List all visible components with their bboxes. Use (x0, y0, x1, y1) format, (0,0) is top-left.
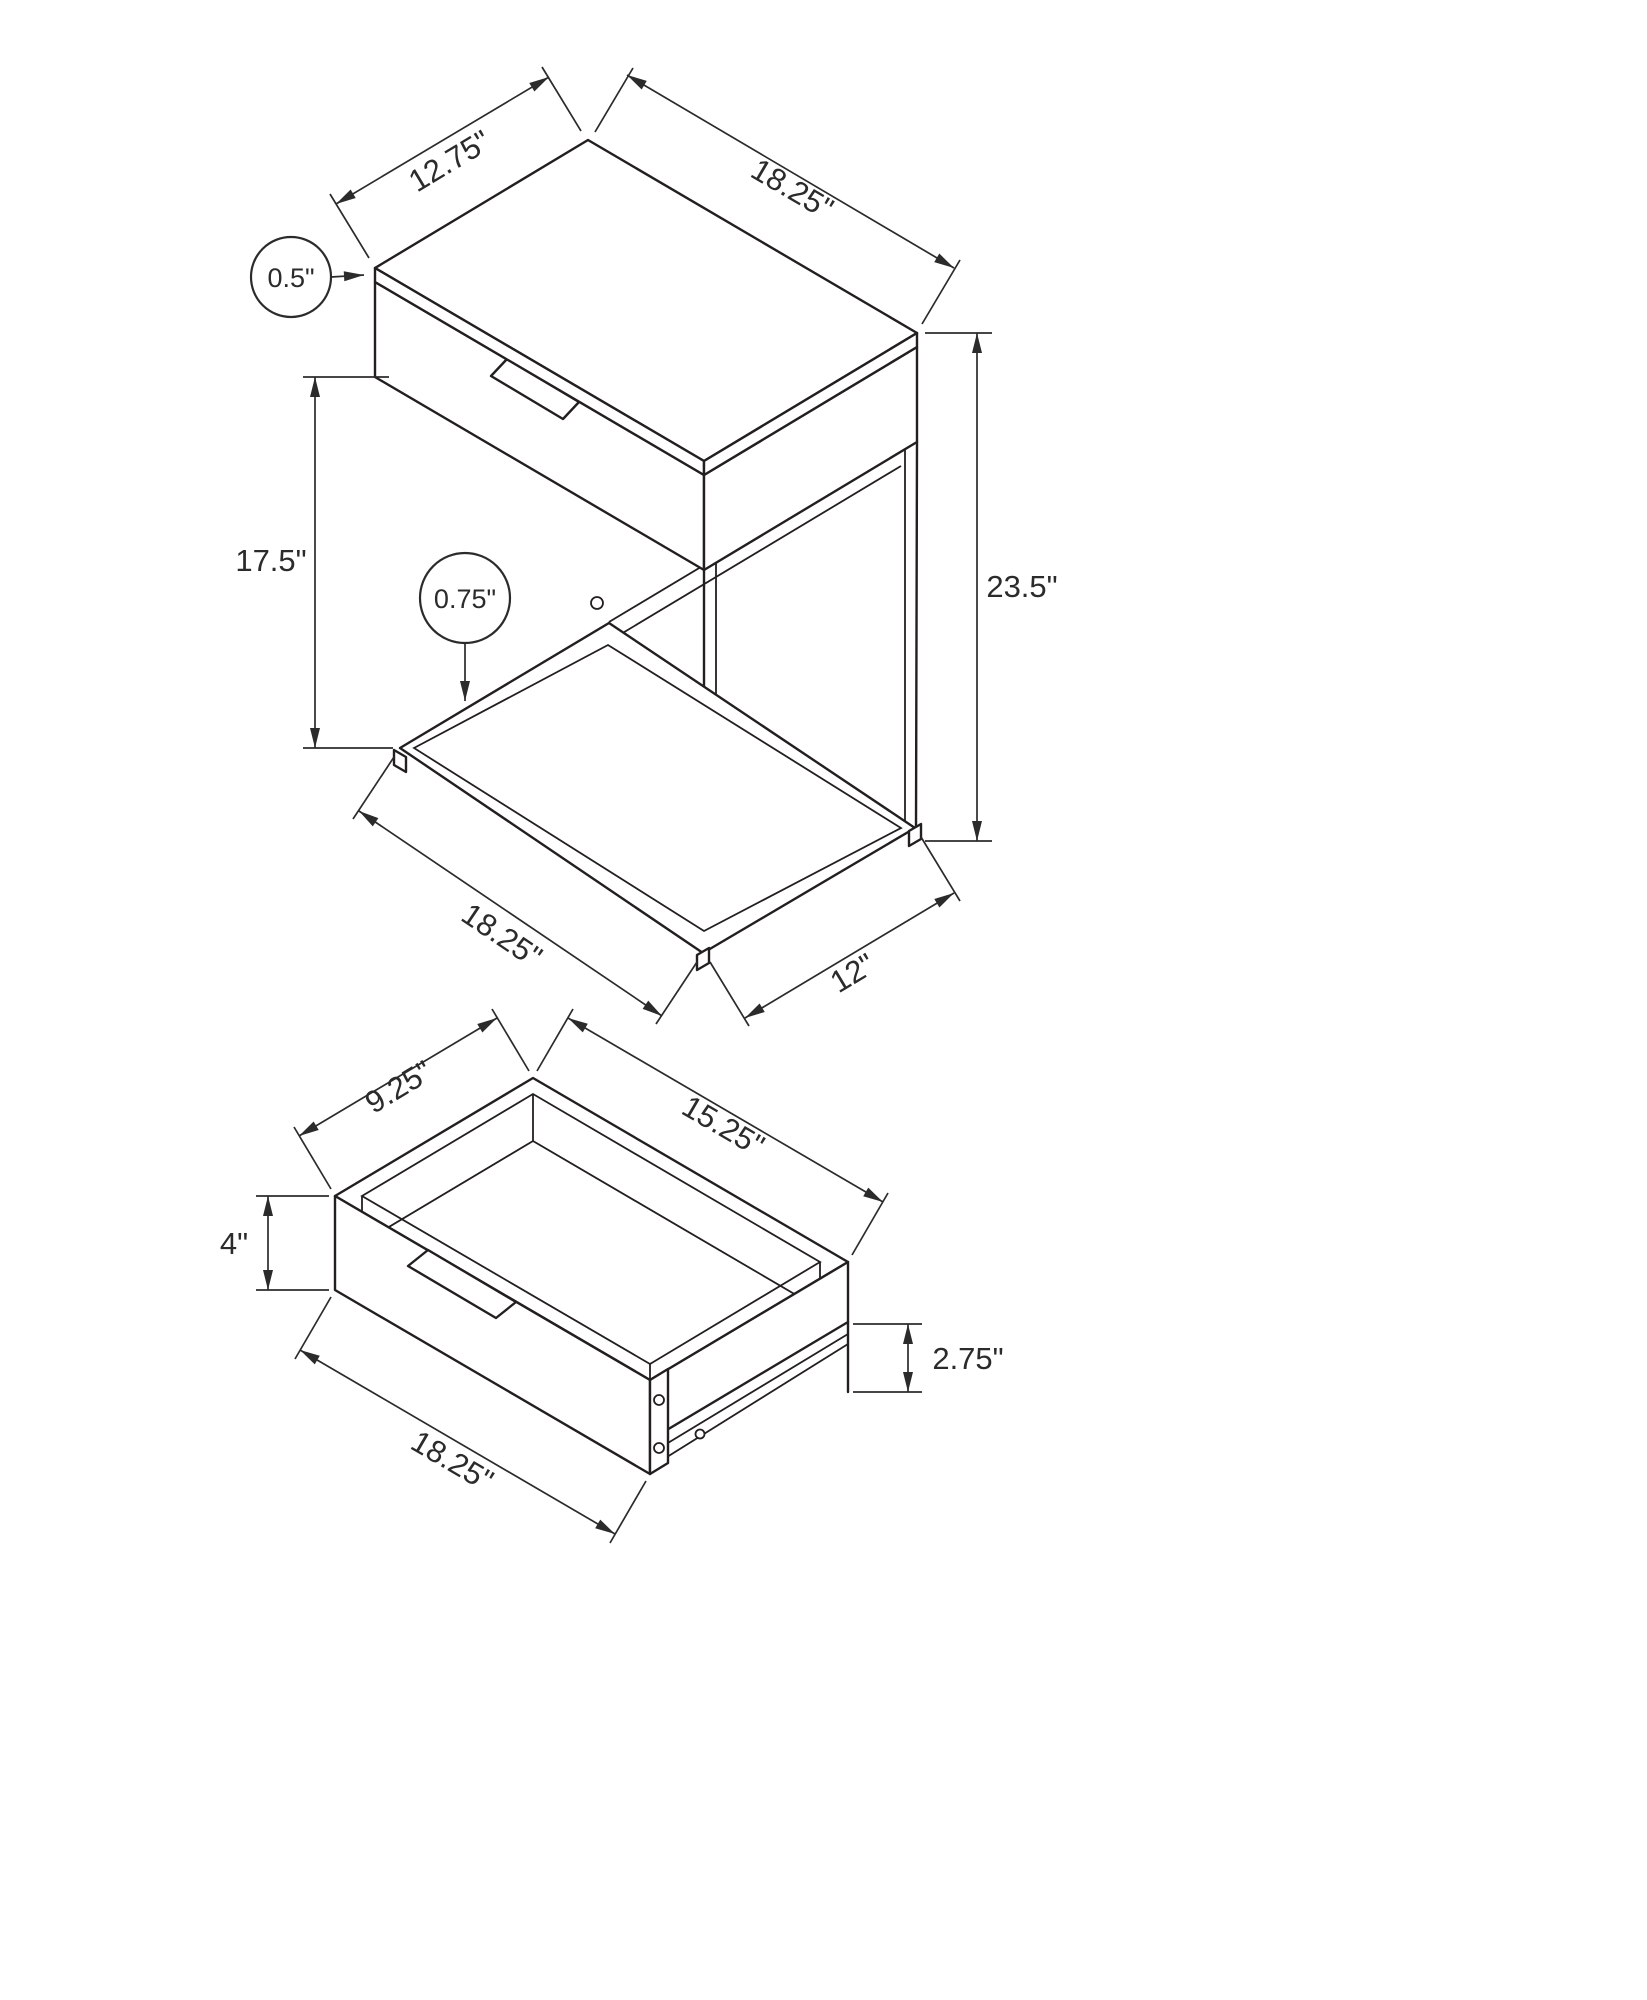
drawer-front-end-cap (648, 1367, 670, 1476)
dim-base-depth-label: 12" (824, 946, 881, 999)
dim-drawer-side-height-label: 2.75" (932, 1341, 1003, 1376)
dim-drawer-inner-depth-label: 9.25" (359, 1054, 438, 1121)
end-cap-screw-bottom-icon (653, 1442, 665, 1454)
dim-drawer-outer-width-label: 18.25" (405, 1423, 499, 1498)
frame-foot-front (695, 946, 711, 972)
dim-drawer-front-height-label: 4" (220, 1226, 248, 1261)
frame-foot-left (392, 748, 408, 774)
dim-clearance-height: 17.5" (235, 376, 393, 749)
dim-drawer-side-height: 2.75" (853, 1323, 1004, 1393)
dim-top-depth-label: 12.75" (403, 123, 497, 199)
frame-foot-right (907, 822, 923, 848)
table-top (373, 138, 919, 477)
drawer-figure: 9.25" 15.25" 4" 2.75" 18.25" (220, 1008, 1004, 1544)
metal-frame (392, 440, 923, 972)
drawer-box (373, 280, 919, 572)
balloon-frame-tube-label: 0.75" (434, 584, 496, 614)
dim-drawer-front-height: 4" (220, 1195, 329, 1291)
tabletop-right-edge (702, 331, 919, 477)
drawer-front-handle (406, 1248, 518, 1320)
frame-diagonal-inner (620, 465, 902, 635)
dim-overall-height: 23.5" (925, 332, 1058, 842)
balloon-top-thickness-label: 0.5" (267, 263, 314, 293)
rail-screw-icon (694, 1428, 706, 1440)
drawer-rail-bottom (658, 1343, 849, 1463)
frame-screw-icon (590, 596, 604, 610)
balloon-top-thickness: 0.5" (249, 235, 365, 319)
balloon-frame-tube: 0.75" (418, 551, 512, 701)
end-cap-screw-top-icon (653, 1394, 665, 1406)
drawer-rail-top (652, 1333, 849, 1453)
dim-drawer-inner-width-label: 15.25" (676, 1088, 770, 1163)
accent-table-figure: 12.75" 18.25" 0.5" 17.5" 0.75" (235, 66, 1058, 1027)
dim-clearance-height-label: 17.5" (235, 543, 306, 578)
dim-overall-height-label: 23.5" (986, 569, 1057, 604)
dim-top-width-label: 18.25" (745, 151, 839, 226)
frame-right-post-outer (914, 440, 919, 830)
